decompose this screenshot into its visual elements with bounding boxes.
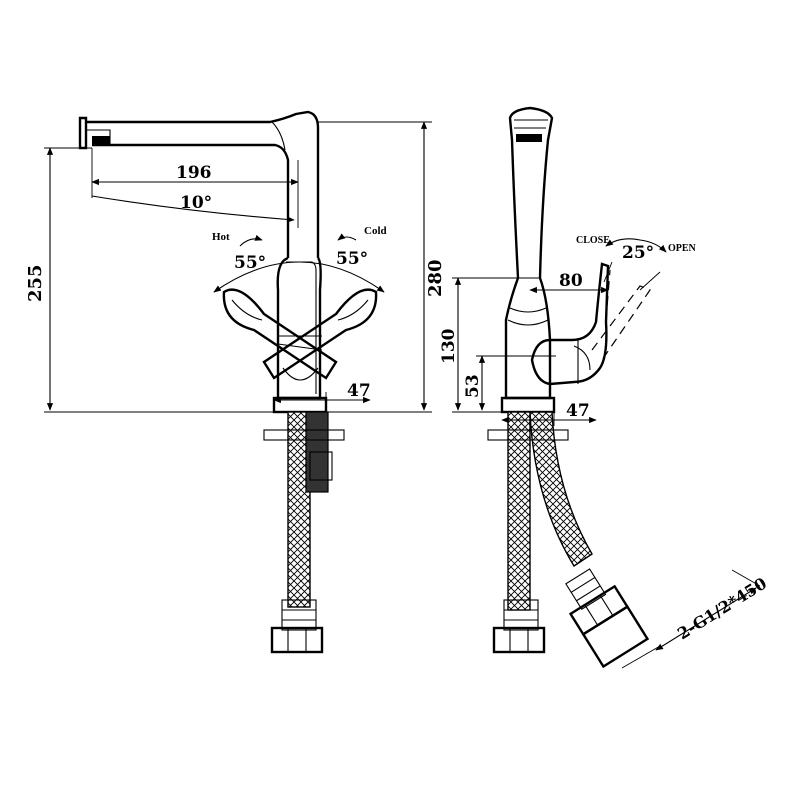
handle-hot-label: Hot — [212, 231, 230, 243]
lever-open-label: OPEN — [668, 243, 697, 254]
dim-spout-reach: 196 — [176, 163, 212, 183]
dim-front-base-width: 47 — [347, 381, 371, 401]
handle-rotation-arc — [213, 261, 385, 293]
dim-height-53: 53 — [463, 374, 483, 398]
handle-cold-label: Cold — [364, 225, 387, 237]
front-dimensions — [44, 121, 432, 413]
dim-spout-height: 255 — [25, 264, 46, 302]
close-arrow-icon — [605, 238, 641, 247]
hose-spec: 2-G1/2*450 — [674, 574, 770, 644]
lever-axis-line — [603, 261, 613, 283]
hot-arrow-icon — [239, 234, 263, 247]
side-dimensions — [452, 277, 761, 669]
dim-total-height: 280 — [425, 259, 446, 297]
side-lever — [530, 262, 651, 386]
front-hose — [263, 411, 345, 654]
side-view: 80 130 53 47 CLOSE OPEN 25° 2-G1/2*450 — [439, 106, 770, 669]
front-spout — [78, 110, 320, 258]
side-spout — [500, 106, 556, 414]
front-handle-center — [277, 335, 323, 351]
handle-cold-angle: 55° — [336, 249, 368, 269]
dim-side-base-width: 47 — [566, 401, 590, 421]
front-view: 196 10° 255 280 47 Hot Cold 55° 55° — [25, 110, 446, 654]
cold-arrow-icon — [337, 233, 357, 241]
lever-close-label: CLOSE — [576, 235, 610, 246]
dim-handle-offset: 80 — [559, 271, 583, 291]
lever-angle: 25° — [622, 243, 654, 263]
open-arrow-icon — [639, 239, 667, 253]
handle-hot-angle: 55° — [234, 253, 266, 273]
front-body — [272, 256, 328, 414]
dim-spout-angle: 10° — [180, 193, 212, 213]
dim-height-130: 130 — [439, 328, 459, 364]
side-hoses — [487, 411, 650, 669]
